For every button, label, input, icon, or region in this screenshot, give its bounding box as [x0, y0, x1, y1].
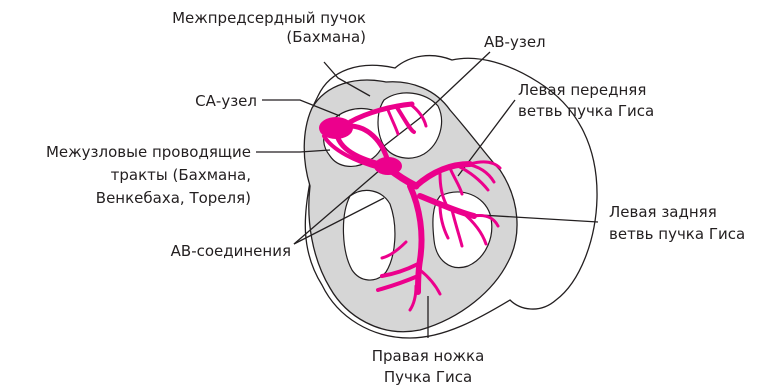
- label-left-posterior-line1: Левая задняя: [609, 203, 717, 221]
- right-ventricle-chamber: [343, 190, 395, 280]
- label-av-node: АВ-узел: [484, 33, 546, 51]
- label-left-anterior-line2: ветвь пучка Гиса: [518, 102, 654, 120]
- label-sa-node: СА-узел: [195, 92, 257, 110]
- label-left-anterior-line1: Левая передняя: [518, 81, 646, 99]
- label-bachmann-line2: (Бахмана): [286, 28, 366, 46]
- label-left-posterior-line2: ветвь пучка Гиса: [609, 225, 745, 243]
- label-internodal-line2: тракты (Бахмана,: [111, 166, 251, 184]
- label-bachmann-line1: Межпредсердный пучок: [172, 9, 366, 27]
- label-internodal-line3: Венкебаха, Тореля): [96, 189, 251, 207]
- label-internodal-line1: Межузловые проводящие: [46, 143, 251, 161]
- label-right-bundle-line1: Правая ножка: [372, 347, 485, 365]
- label-right-bundle-line2: Пучка Гиса: [384, 368, 472, 386]
- label-av-junctions: АВ-соединения: [171, 242, 291, 260]
